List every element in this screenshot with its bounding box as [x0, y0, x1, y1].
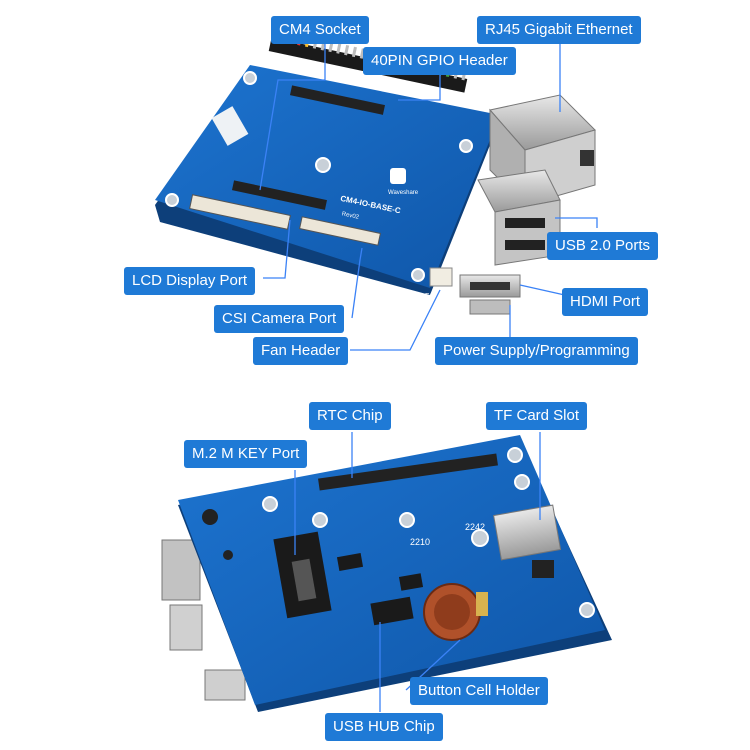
top-leader-lines [259, 42, 598, 351]
bottom-round-component [202, 509, 218, 525]
board-rev-text: Rev02 [341, 211, 360, 221]
label-csi: CSI Camera Port [214, 305, 345, 333]
cm4-socket-connector-top [289, 85, 385, 115]
chip-2242-text: 2242 [465, 522, 485, 532]
rtc-chip [398, 573, 424, 591]
label-cell: Button Cell Holder [410, 677, 548, 705]
label-fan: Fan Header [253, 337, 349, 365]
bottom-board: 2210 2242 [161, 435, 612, 712]
lcd-display-connector [189, 194, 291, 230]
center-mounting-hole [315, 157, 331, 173]
bottom-side-hdmi [204, 669, 246, 701]
label-cm4-socket: CM4 Socket [271, 16, 369, 44]
fan-silk-text: FAN [425, 293, 439, 300]
label-hdmi: HDMI Port [562, 288, 649, 316]
usb-silk-text: USB [480, 317, 495, 324]
chip-2210-text: 2210 [410, 537, 430, 547]
bottom-header-row [318, 453, 498, 491]
button-cell-holder [423, 583, 488, 641]
bottom-side-rj45 [161, 539, 201, 601]
label-rtc: RTC Chip [309, 402, 391, 430]
usb-2-ports [477, 169, 561, 266]
label-rj45: RJ45 Gigabit Ethernet [477, 16, 641, 44]
bottom-mounting-holes [262, 447, 595, 618]
waveshare-logo: Waveshare [388, 168, 419, 196]
label-m2: M.2 M KEY Port [184, 440, 308, 468]
small-chip [336, 553, 364, 571]
label-usbhub: USB HUB Chip [325, 713, 443, 741]
hdmi-connector [459, 274, 521, 298]
power-usb-connector [469, 299, 511, 315]
bottom-board-surface [178, 435, 605, 705]
label-gpio: 40PIN GPIO Header [363, 47, 516, 75]
usb-hub-chip [370, 596, 414, 626]
m2-slot [273, 531, 332, 619]
label-power: Power Supply/Programming [435, 337, 638, 365]
mounting-holes [165, 71, 473, 282]
fan-header-connector [429, 267, 453, 287]
bottom-side-usb [169, 604, 203, 651]
csi-camera-connector [299, 216, 381, 246]
silk-pad [211, 106, 249, 146]
bottom-round-component-2 [223, 550, 233, 560]
label-lcd: LCD Display Port [124, 267, 256, 295]
svg-text:Waveshare: Waveshare [388, 190, 419, 196]
cm4-socket-connector-bottom [231, 180, 327, 210]
label-tf: TF Card Slot [486, 402, 588, 430]
label-usb2: USB 2.0 Ports [547, 232, 659, 260]
tf-card-slot [493, 504, 562, 578]
top-board-surface [155, 65, 500, 288]
